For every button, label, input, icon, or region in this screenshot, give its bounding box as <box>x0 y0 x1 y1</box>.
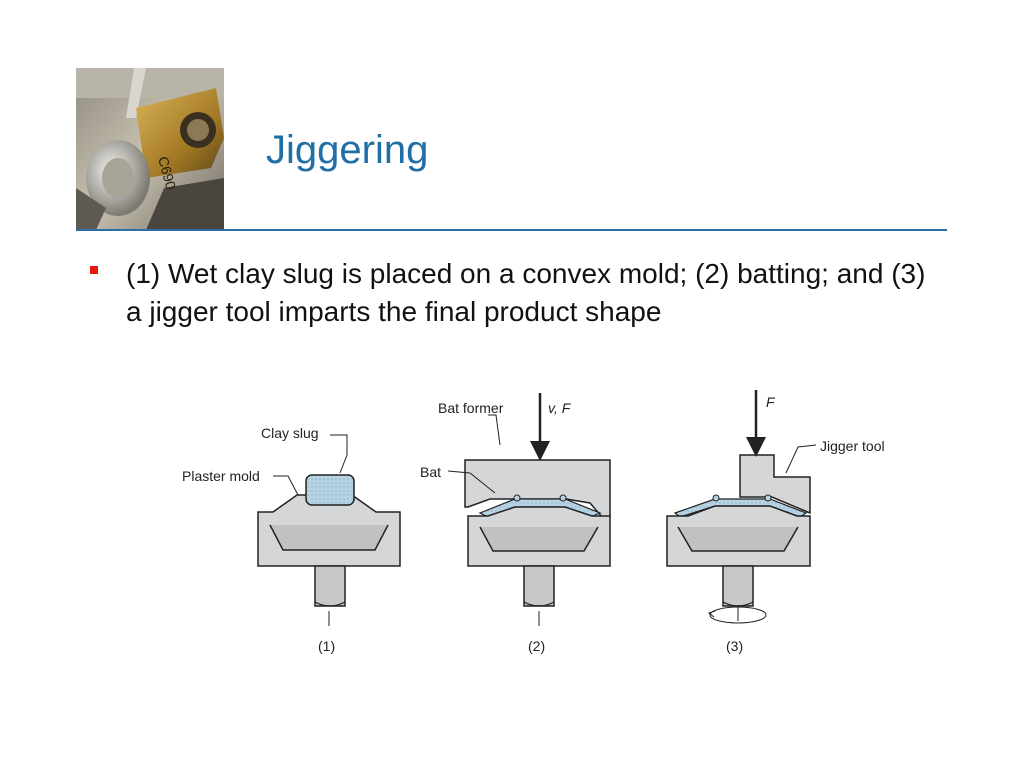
jiggering-diagram: Clay slug Plaster mold (1) Bat former v,… <box>182 390 885 654</box>
label-clay-slug: Clay slug <box>261 425 319 441</box>
title-divider <box>76 229 947 231</box>
step-2-diagram <box>447 393 611 626</box>
label-f: F <box>766 394 776 410</box>
step-1-label: (1) <box>318 638 335 654</box>
step-1-diagram <box>257 434 401 626</box>
label-jigger-tool: Jigger tool <box>820 438 885 454</box>
bullet-marker-icon <box>90 266 98 274</box>
slide-title: Jiggering <box>266 128 429 172</box>
label-bat-former: Bat former <box>438 400 504 416</box>
step-2-label: (2) <box>528 638 545 654</box>
label-v-f: v, F <box>548 400 572 416</box>
bullet-text: (1) Wet clay slug is placed on a convex … <box>126 258 926 327</box>
header-photo: C690 <box>76 68 224 230</box>
label-bat: Bat <box>420 464 441 480</box>
step-3-label: (3) <box>726 638 743 654</box>
label-plaster-mold: Plaster mold <box>182 468 260 484</box>
step-3-diagram <box>666 390 817 624</box>
